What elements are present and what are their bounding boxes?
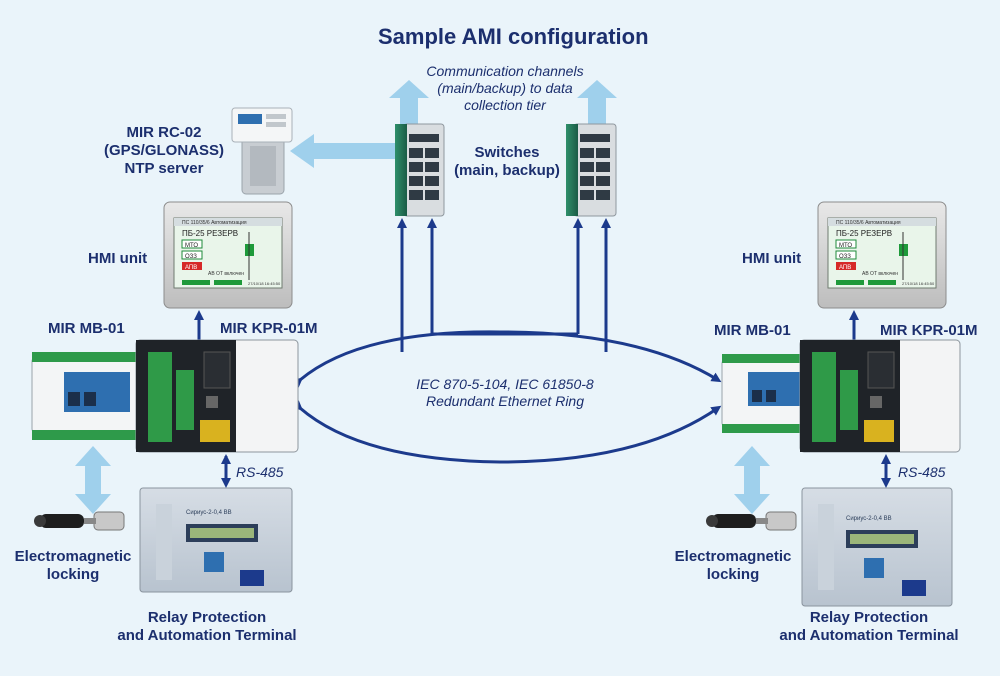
svg-text:Сириус-2-0,4 ВВ: Сириус-2-0,4 ВВ bbox=[186, 510, 232, 516]
rs485-label-right: RS-485 bbox=[898, 464, 946, 480]
mb-lock-arrow-left bbox=[75, 446, 111, 514]
kpr-controller-left bbox=[135, 339, 299, 453]
svg-text:АПВ: АПВ bbox=[839, 265, 851, 271]
ntp-label-line: NTP server bbox=[124, 160, 204, 177]
ring-label: IEC 870-5-104, IEC 61850-8 Redundant Eth… bbox=[390, 376, 620, 410]
lock-label-right: Electromagnetic locking bbox=[668, 548, 798, 584]
svg-text:ОЗЗ: ОЗЗ bbox=[839, 254, 851, 260]
relay-terminal-left: Сириус-2-0,4 ВВ bbox=[139, 487, 293, 593]
relay-label-line: Relay Protection bbox=[809, 609, 929, 626]
comm-note-line: collection tier bbox=[464, 97, 546, 113]
switches-label: Switches (main, backup) bbox=[452, 144, 562, 180]
svg-text:ПБ-25 РЕЗЕРВ: ПБ-25 РЕЗЕРВ bbox=[836, 229, 892, 238]
svg-text:АПВ: АПВ bbox=[185, 265, 197, 271]
relay-terminal-right: Сириус-2-0,4 ВВ bbox=[801, 487, 953, 607]
ntp-server-label: MIR RC-02 (GPS/GLONASS) NTP server bbox=[104, 124, 224, 178]
svg-text:ПБ-25 РЕЗЕРВ: ПБ-25 РЕЗЕРВ bbox=[182, 229, 238, 238]
uplink-arrow-left bbox=[389, 80, 429, 126]
switch-uplinks bbox=[397, 218, 611, 352]
kpr-controller-right bbox=[799, 339, 961, 453]
svg-text:ПС 110/35/6 Автоматизация: ПС 110/35/6 Автоматизация bbox=[182, 220, 247, 226]
svg-text:МТО: МТО bbox=[839, 243, 852, 249]
ntp-server-device bbox=[231, 107, 293, 195]
comm-channels-note: Communication channels (main/backup) to … bbox=[415, 63, 595, 114]
ethernet-ring bbox=[292, 330, 722, 464]
svg-text:МТО: МТО bbox=[185, 243, 198, 249]
svg-text:ОЗЗ: ОЗЗ bbox=[185, 254, 197, 260]
lock-label-left: Electromagnetic locking bbox=[8, 548, 138, 584]
lock-label-line: locking bbox=[46, 566, 100, 583]
ntp-label-line: (GPS/GLONASS) bbox=[104, 142, 225, 159]
lock-label-line: Electromagnetic bbox=[674, 548, 792, 565]
comm-note-line: Communication channels bbox=[426, 63, 584, 79]
kpr-label-right: MIR KPR-01M bbox=[880, 322, 978, 339]
hmi-label-right: HMI unit bbox=[742, 250, 802, 267]
switch-main bbox=[395, 123, 445, 217]
switches-label-line: (main, backup) bbox=[454, 162, 560, 179]
relay-label-line: and Automation Terminal bbox=[779, 627, 959, 644]
svg-text:Сириус-2-0,4 ВВ: Сириус-2-0,4 ВВ bbox=[846, 516, 892, 522]
svg-text:АВ ОТ включен: АВ ОТ включен bbox=[208, 271, 244, 277]
switch-backup bbox=[566, 123, 617, 217]
lock-label-line: locking bbox=[706, 566, 760, 583]
mb-lock-arrow-right bbox=[734, 446, 770, 514]
mb-label-right: MIR MB-01 bbox=[714, 322, 791, 339]
lock-device-left bbox=[34, 511, 125, 531]
ntp-link-arrow bbox=[290, 134, 396, 168]
hmi-unit-right: ПС 110/35/6 Автоматизация ПБ-25 РЕЗЕРВ М… bbox=[817, 201, 947, 309]
ntp-label-line: MIR RC-02 bbox=[126, 124, 202, 141]
page-title: Sample AMI configuration bbox=[378, 24, 649, 49]
comm-note-line: (main/backup) to data bbox=[437, 80, 573, 96]
mb-module-left bbox=[31, 352, 139, 440]
kpr-label-left: MIR KPR-01M bbox=[220, 320, 318, 337]
relay-label-left: Relay Protection and Automation Terminal bbox=[112, 609, 302, 645]
uplink-arrow-right bbox=[577, 80, 617, 126]
hmi-unit-left: ПС 110/35/6 Автоматизация ПБ-25 РЕЗЕРВ М… bbox=[163, 201, 293, 309]
svg-text:27/10/18 16:45:50: 27/10/18 16:45:50 bbox=[248, 281, 281, 286]
svg-text:27/10/18 16:45:50: 27/10/18 16:45:50 bbox=[902, 281, 935, 286]
rs485-label-left: RS-485 bbox=[236, 464, 284, 480]
ring-label-line: Redundant Ethernet Ring bbox=[426, 393, 584, 409]
lock-device-right bbox=[706, 511, 797, 531]
mb-label-left: MIR MB-01 bbox=[48, 320, 125, 337]
lock-label-line: Electromagnetic bbox=[14, 548, 132, 565]
relay-label-line: and Automation Terminal bbox=[117, 627, 297, 644]
relay-label-right: Relay Protection and Automation Terminal bbox=[774, 609, 964, 645]
relay-label-line: Relay Protection bbox=[147, 609, 267, 626]
svg-text:ПС 110/35/6 Автоматизация: ПС 110/35/6 Автоматизация bbox=[836, 220, 901, 226]
switches-label-line: Switches bbox=[474, 144, 540, 161]
ring-label-line: IEC 870-5-104, IEC 61850-8 bbox=[416, 376, 594, 392]
svg-text:АВ ОТ включен: АВ ОТ включен bbox=[862, 271, 898, 277]
hmi-label-left: HMI unit bbox=[88, 250, 148, 267]
mb-module-right bbox=[721, 354, 807, 433]
